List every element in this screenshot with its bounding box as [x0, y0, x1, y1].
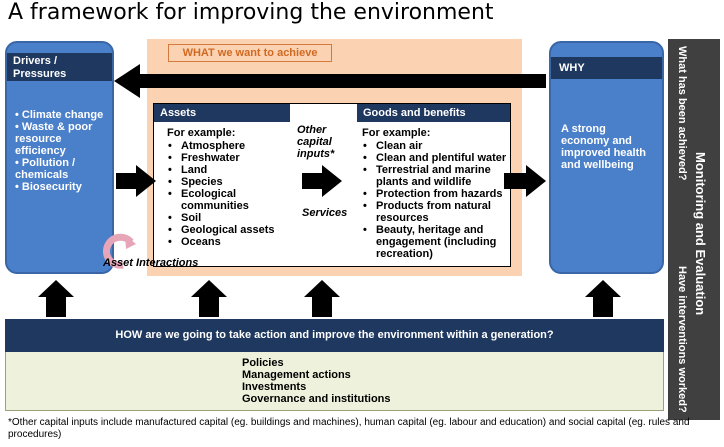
- list-item: Policies: [242, 357, 284, 369]
- drivers-heading: Drivers / Pressures: [7, 53, 112, 81]
- list-item: • Waste & poor resource efficiency: [15, 121, 93, 157]
- arrow-right-assets-to-goods: [302, 165, 342, 197]
- drivers-box: Drivers / Pressures • Climate change • W…: [5, 41, 114, 274]
- list-item: Protection from hazards: [362, 188, 512, 200]
- other-capital-inputs-label: Other capital inputs*: [297, 124, 335, 160]
- list-item: Terrestrial and marine plants and wildli…: [362, 164, 512, 188]
- list-item: Products from natural resources: [362, 200, 512, 224]
- list-item: Management actions: [242, 369, 351, 381]
- how-actions-list: Policies Management actions Investments …: [242, 357, 391, 405]
- list-item: • Biosecurity: [15, 181, 82, 193]
- list-item: Ecological communities: [167, 188, 292, 212]
- list-item: Clean and plentiful water: [362, 152, 512, 164]
- asset-interactions-label: Asset Interactions: [103, 257, 199, 269]
- arrow-up-why: [585, 280, 621, 317]
- list-item: Investments: [242, 381, 307, 393]
- why-heading: WHY: [551, 57, 662, 79]
- list-item: • Pollution / chemicals: [15, 157, 76, 181]
- cycle-arrow-icon: [102, 233, 136, 269]
- arrow-right-goods-to-why: [504, 165, 546, 197]
- arrow-up-drivers: [38, 280, 74, 317]
- list-item: Atmosphere: [167, 140, 292, 152]
- arrow-up-goods: [304, 280, 340, 317]
- what-label: WHAT we want to achieve: [168, 44, 332, 62]
- why-box: WHY A strong economy and improved health…: [549, 41, 664, 274]
- monitoring-bar: [668, 39, 720, 420]
- list-item: Soil: [167, 212, 292, 224]
- list-item: Species: [167, 176, 292, 188]
- list-item: Land: [167, 164, 292, 176]
- arrow-right-drivers-to-assets: [116, 165, 156, 197]
- list-item: • Climate change: [15, 109, 104, 121]
- why-text: A strong economy and improved health and…: [561, 123, 646, 171]
- arrow-up-assets: [191, 280, 227, 317]
- goods-heading: Goods and benefits: [357, 104, 510, 122]
- assets-intro: For example:: [167, 127, 236, 139]
- list-item: Clean air: [362, 140, 512, 152]
- footnote: *Other capital inputs include manufactur…: [8, 417, 690, 440]
- assets-heading: Assets: [154, 104, 290, 122]
- feedback-arrow-left: [114, 64, 546, 98]
- goods-list: Clean air Clean and plentiful water Terr…: [362, 140, 512, 260]
- list-item: Freshwater: [167, 152, 292, 164]
- drivers-list: • Climate change • Waste & poor resource…: [15, 109, 112, 193]
- list-item: Beauty, heritage and engagement (includi…: [362, 224, 512, 260]
- list-item: Oceans: [167, 236, 292, 248]
- page-title: A framework for improving the environmen…: [8, 0, 494, 25]
- how-question-bar: HOW are we going to take action and impr…: [5, 319, 664, 352]
- goods-intro: For example:: [362, 127, 431, 139]
- how-actions-box: [5, 352, 664, 411]
- services-label: Services: [302, 207, 348, 219]
- list-item: Governance and institutions: [242, 393, 391, 405]
- assets-list: Atmosphere Freshwater Land Species Ecolo…: [167, 140, 292, 248]
- list-item: Geological assets: [167, 224, 292, 236]
